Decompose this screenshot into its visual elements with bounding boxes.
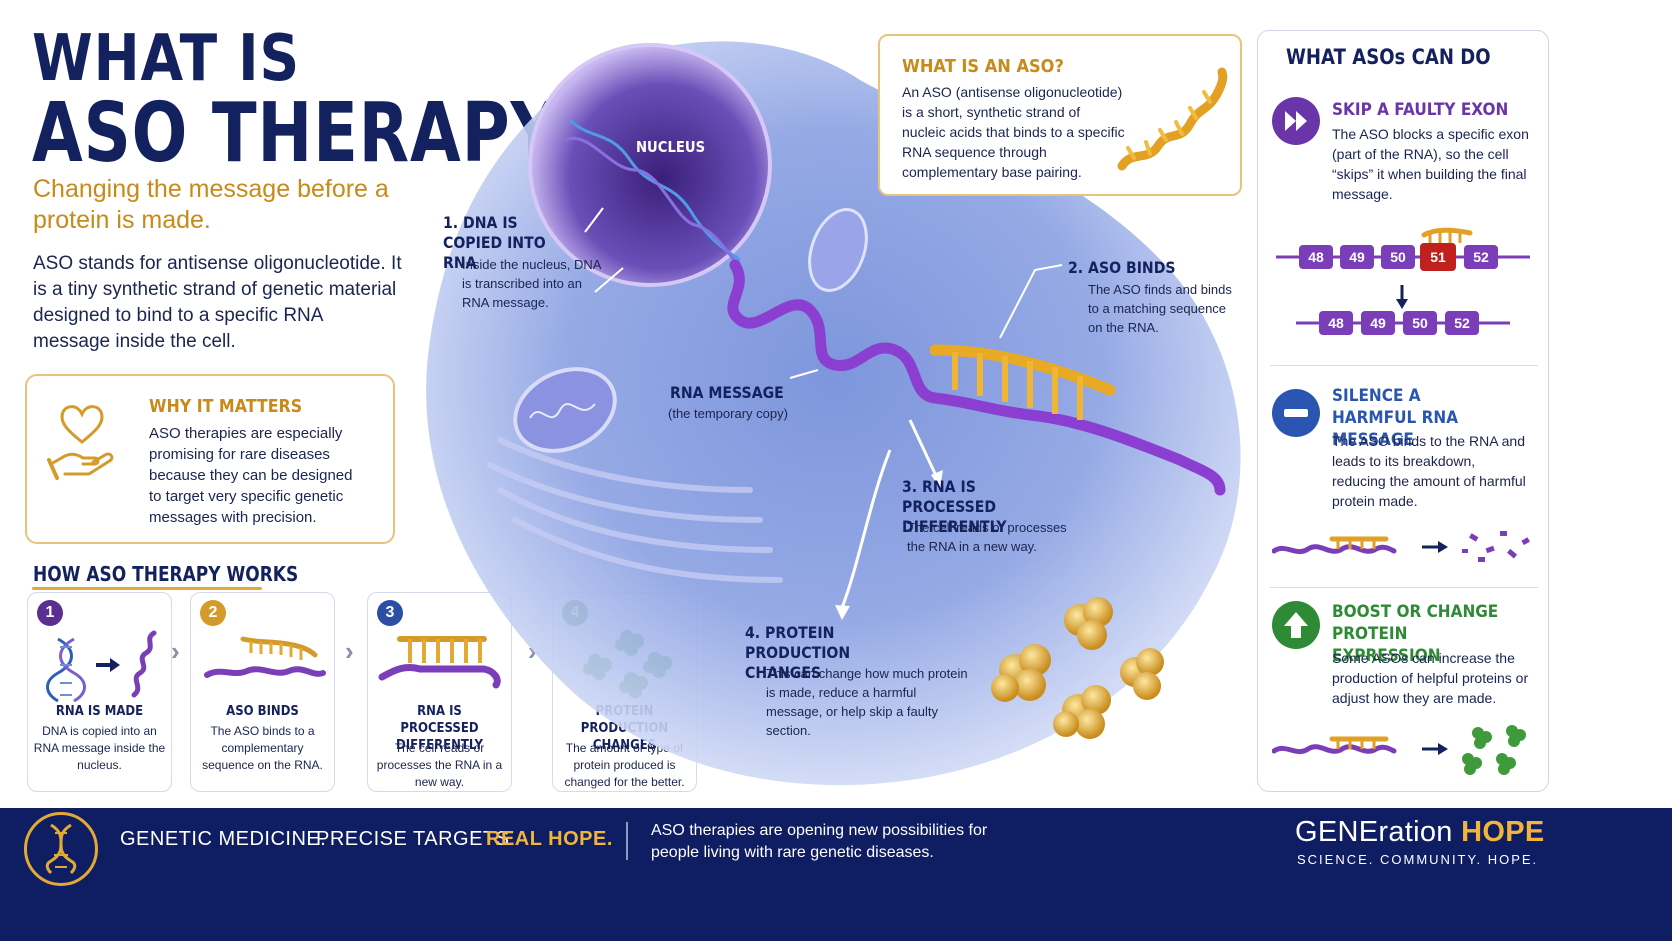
chevron-right-icon: › xyxy=(171,636,180,666)
exon-box: 52 xyxy=(1445,311,1479,335)
step3-title: 3. RNA IS PROCESSED DIFFERENTLY xyxy=(902,477,1007,536)
chevron-right-icon: › xyxy=(345,636,354,666)
step2-title: 2. ASO BINDS xyxy=(1068,258,1176,277)
what-asos-can-do-title: WHAT ASOs CAN DO xyxy=(1286,45,1491,69)
step-title: RNA IS PROCESSED DIFFERENTLY xyxy=(396,704,483,753)
exon-box: 50 xyxy=(1403,311,1437,335)
how-it-works-underline xyxy=(32,587,262,590)
protein-boost-diagram xyxy=(1272,725,1526,775)
page-subtitle: Changing the message before a protein is… xyxy=(33,175,389,234)
why-it-matters-text: ASO therapies are especially promising f… xyxy=(149,425,353,526)
dna-to-rna-icon xyxy=(46,630,157,703)
chevron-right-icon: › xyxy=(528,636,537,666)
footer-tagline-1: GENETIC MEDICINE. xyxy=(120,828,327,850)
divider xyxy=(1270,587,1538,588)
silence-rna-text: The ASO binds to the RNA and leads to it… xyxy=(1332,433,1526,509)
step-text: The ASO binds to a complementary sequenc… xyxy=(202,724,323,772)
step4-text: This can change how much protein is made… xyxy=(766,666,968,738)
boost-protein-title: BOOST OR CHANGE PROTEIN EXPRESSION xyxy=(1332,602,1499,666)
how-it-works-title: HOW ASO THERAPY WORKS xyxy=(33,562,299,586)
skip-exon-title: SKIP A FAULTY EXON xyxy=(1332,100,1509,120)
faulty-exon-box: 51 xyxy=(1420,243,1456,271)
what-is-aso-text: An ASO (antisense oligonucleotide) is a … xyxy=(902,84,1125,180)
exon-box: 48 xyxy=(1299,245,1333,269)
brand-name-part2: HOPE xyxy=(1461,816,1545,848)
footer-tagline-2: PRECISE TARGETS. xyxy=(316,828,516,850)
what-is-aso-title: WHAT IS AN ASO? xyxy=(902,56,1064,77)
minus-icon xyxy=(1272,389,1320,437)
step-number-badge: 2 xyxy=(200,600,226,626)
step1-text: Inside the nucleus, DNA is transcribed i… xyxy=(462,257,601,310)
footer-divider xyxy=(626,822,628,860)
what-is-aso-card: WHAT IS AN ASO? An ASO (antisense oligon… xyxy=(878,34,1242,196)
how-step-3: 3 RNA IS PROCESSED DIFFERENTLY The cell … xyxy=(367,592,512,792)
divider xyxy=(1270,365,1538,366)
silence-rna-title: SILENCE A HARMFUL RNA MESSAGE xyxy=(1332,386,1459,450)
aso-strand-icon xyxy=(1117,67,1228,171)
step-number-badge: 1 xyxy=(37,600,63,626)
what-asos-can-do-panel: WHAT ASOs CAN DO SKIP A FAULTY EXON The … xyxy=(1257,30,1549,792)
exon-box: 50 xyxy=(1381,245,1415,269)
step4-title: 4. PROTEIN PRODUCTION CHANGES xyxy=(745,623,851,682)
skip-forward-icon xyxy=(1272,97,1320,145)
step-text: The cell reads or processes the RNA in a… xyxy=(376,741,503,789)
nucleus-label: NUCLEUS xyxy=(636,138,706,156)
intro-paragraph: ASO stands for antisense oligonucleotide… xyxy=(33,253,402,352)
boost-protein-text: Some ASOs can increase the production of… xyxy=(1332,650,1529,706)
step3-text: The cell reads or processes the RNA in a… xyxy=(907,520,1067,554)
skip-exon-text: The ASO blocks a specific exon (part of … xyxy=(1332,126,1529,202)
exon-box: 49 xyxy=(1340,245,1374,269)
how-step-2: 2 ASO BINDS The ASO binds to a complemen… xyxy=(190,592,335,792)
dna-logo-icon xyxy=(24,812,98,886)
aso-binding-icon xyxy=(204,636,326,678)
step2-text: The ASO finds and binds to a matching se… xyxy=(1088,282,1232,335)
rna-message-title: RNA MESSAGE xyxy=(670,383,784,402)
cell-illustration xyxy=(426,41,1241,786)
exon-box: 49 xyxy=(1361,311,1395,335)
brand-logo-text: GENEration HOPE xyxy=(1295,816,1544,849)
exon-box: 52 xyxy=(1464,245,1498,269)
heart-in-hand-icon xyxy=(47,405,114,480)
step-number-badge: 3 xyxy=(377,600,403,626)
footer-message: ASO therapies are opening new possibilit… xyxy=(651,822,988,861)
brand-name-part1: GENEration xyxy=(1295,816,1462,848)
step1-title: 1. DNA IS COPIED INTO RNA xyxy=(443,213,546,272)
how-step-1: 1 RNA IS MADE DNA is copied into an RNA … xyxy=(27,592,172,792)
footer-bar: GENETIC MEDICINE. PRECISE TARGETS. REAL … xyxy=(0,808,1672,941)
step-title: RNA IS MADE xyxy=(55,704,144,719)
step-title: ASO BINDS xyxy=(226,704,299,719)
rna-processing-icon xyxy=(378,636,501,689)
page-title-line1: WHAT IS xyxy=(32,22,300,96)
why-it-matters-title: WHY IT MATTERS xyxy=(149,396,303,417)
arrow-up-icon xyxy=(1272,601,1320,649)
step-text: DNA is copied into an RNA message inside… xyxy=(33,724,166,772)
rna-breakdown-diagram xyxy=(1272,531,1530,562)
footer-tagline-3: REAL HOPE. xyxy=(486,828,613,850)
why-it-matters-card: WHY IT MATTERS ASO therapies are especia… xyxy=(25,374,395,544)
brand-tagline: SCIENCE. COMMUNITY. HOPE. xyxy=(1297,852,1539,867)
rna-message-text: (the temporary copy) xyxy=(668,406,788,421)
exon-box: 48 xyxy=(1319,311,1353,335)
